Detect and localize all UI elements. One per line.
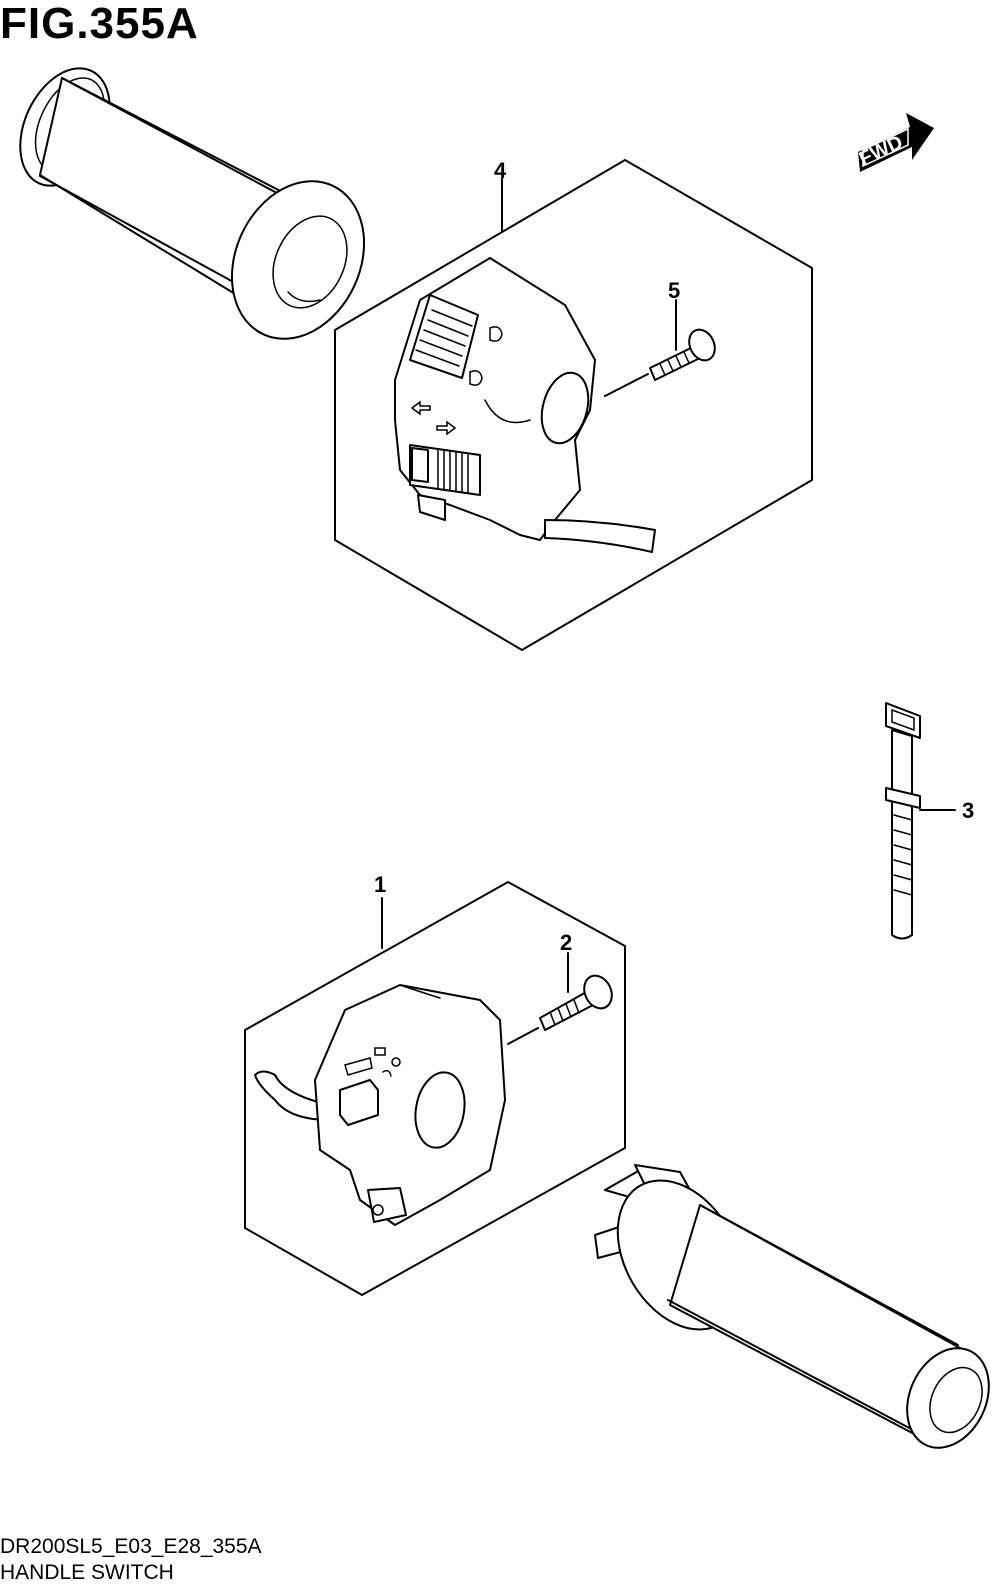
cable-tie-3: 3 — [885, 702, 974, 940]
right-handlebar-switch — [394, 257, 656, 553]
callout-5: 5 — [668, 278, 680, 303]
callout-4: 4 — [494, 158, 507, 183]
part-1-group: 1 — [244, 872, 626, 1296]
screw-5: 5 — [604, 278, 716, 397]
callout-2: 2 — [560, 930, 572, 955]
left-handlebar-switch — [254, 984, 506, 1226]
figure-title: FIG.355A — [0, 0, 199, 48]
callout-3: 3 — [962, 798, 974, 823]
fwd-arrow-icon: FWD — [856, 113, 934, 172]
figure-code: DR200SL5_E03_E28_355A — [0, 1535, 262, 1558]
part-4-group: 4 — [334, 158, 813, 651]
fwd-label: FWD — [856, 131, 907, 170]
throttle-grip — [594, 1164, 990, 1449]
left-grip — [19, 67, 366, 340]
screw-2: 2 — [507, 930, 613, 1045]
figure-name: HANDLE SWITCH — [0, 1561, 174, 1584]
callout-1: 1 — [374, 872, 386, 897]
